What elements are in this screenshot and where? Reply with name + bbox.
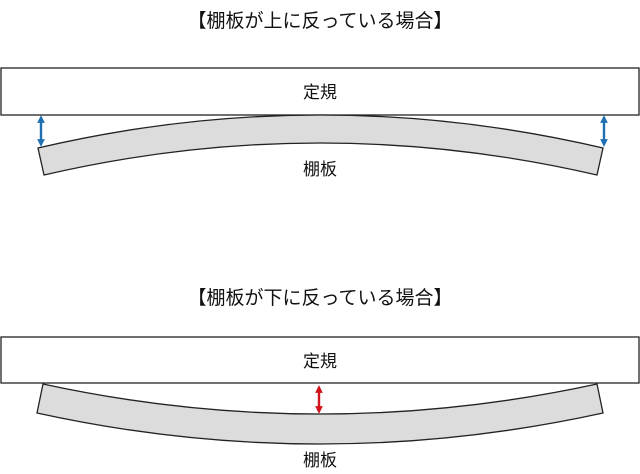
shelf-label-lower: 棚板 xyxy=(303,451,337,471)
section-downward-warp: 【棚板が下に反っている場合】 定規 棚板 xyxy=(0,287,640,471)
ruler-label-upper: 定規 xyxy=(303,83,337,103)
section-title-downward: 【棚板が下に反っている場合】 xyxy=(187,287,452,309)
shelf-board-upper xyxy=(37,114,604,176)
shelf-board-lower xyxy=(36,383,604,445)
section-upward-warp: 【棚板が上に反っている場合】 定規 棚板 xyxy=(0,10,640,180)
ruler-upper xyxy=(0,67,640,116)
shelf-label-upper: 棚板 xyxy=(303,160,337,180)
ruler-label-lower: 定規 xyxy=(303,352,337,372)
ruler-lower xyxy=(0,336,640,384)
section-title-upward: 【棚板が上に反っている場合】 xyxy=(187,10,452,32)
